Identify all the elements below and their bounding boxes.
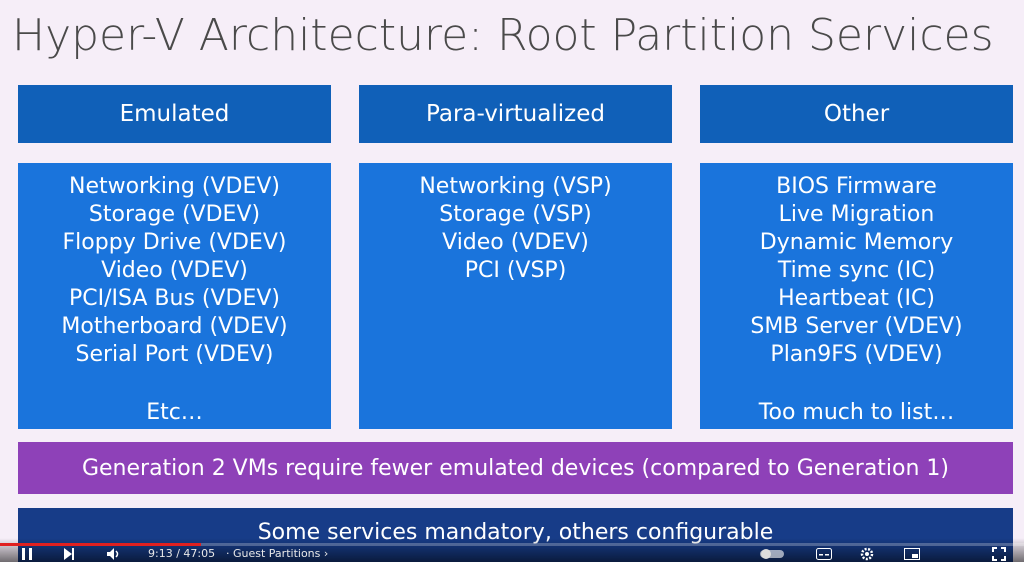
generation-note-banner: Generation 2 VMs require fewer emulated …: [18, 442, 1013, 494]
list-item: Video (VDEV): [442, 230, 589, 255]
time-display: 9:13 / 47:05: [148, 547, 216, 560]
list-item: Serial Port (VDEV): [75, 342, 274, 367]
next-icon[interactable]: [62, 546, 76, 562]
list-item: Heartbeat (IC): [778, 286, 935, 311]
list-item: Motherboard (VDEV): [61, 314, 288, 339]
list-item: SMB Server (VDEV): [750, 314, 963, 339]
miniplayer-icon[interactable]: [904, 546, 920, 562]
list-item: Dynamic Memory: [759, 230, 954, 255]
list-item: Live Migration: [778, 202, 935, 227]
progress-bar[interactable]: [0, 543, 1024, 546]
header-other: Other: [700, 85, 1013, 143]
list-footer: Too much to list…: [758, 400, 955, 425]
subtitles-icon[interactable]: [816, 546, 832, 562]
list-item: Storage (VSP): [439, 202, 592, 227]
list-item: PCI (VSP): [464, 258, 567, 283]
emulated-list: Networking (VDEV) Storage (VDEV) Floppy …: [18, 163, 331, 429]
other-list: BIOS Firmware Live Migration Dynamic Mem…: [700, 163, 1013, 429]
list-item: Plan9FS (VDEV): [770, 342, 943, 367]
fullscreen-icon[interactable]: [992, 546, 1006, 562]
list-item: Video (VDEV): [101, 258, 248, 283]
settings-icon[interactable]: [860, 546, 874, 562]
header-para-virtualized: Para-virtualized: [359, 85, 672, 143]
list-item: Networking (VSP): [419, 174, 612, 199]
para-virtualized-list: Networking (VSP) Storage (VSP) Video (VD…: [359, 163, 672, 429]
progress-bar-fill: [0, 543, 201, 546]
list-item: Time sync (IC): [777, 258, 936, 283]
list-item: Networking (VDEV): [69, 174, 280, 199]
slide-title: Hyper-V Architecture: Root Partition Ser…: [12, 10, 994, 61]
list-item: Floppy Drive (VDEV): [62, 230, 287, 255]
video-player-controls: [0, 538, 1024, 562]
list-footer: Etc…: [146, 400, 203, 425]
header-emulated: Emulated: [18, 85, 331, 143]
list-item: Storage (VDEV): [88, 202, 261, 227]
list-item: PCI/ISA Bus (VDEV): [68, 286, 281, 311]
pause-icon[interactable]: [20, 546, 34, 562]
chapter-title[interactable]: · Guest Partitions ›: [226, 547, 329, 560]
autoplay-toggle-icon[interactable]: [760, 546, 784, 562]
list-item: BIOS Firmware: [776, 174, 937, 199]
volume-icon[interactable]: [106, 546, 122, 562]
